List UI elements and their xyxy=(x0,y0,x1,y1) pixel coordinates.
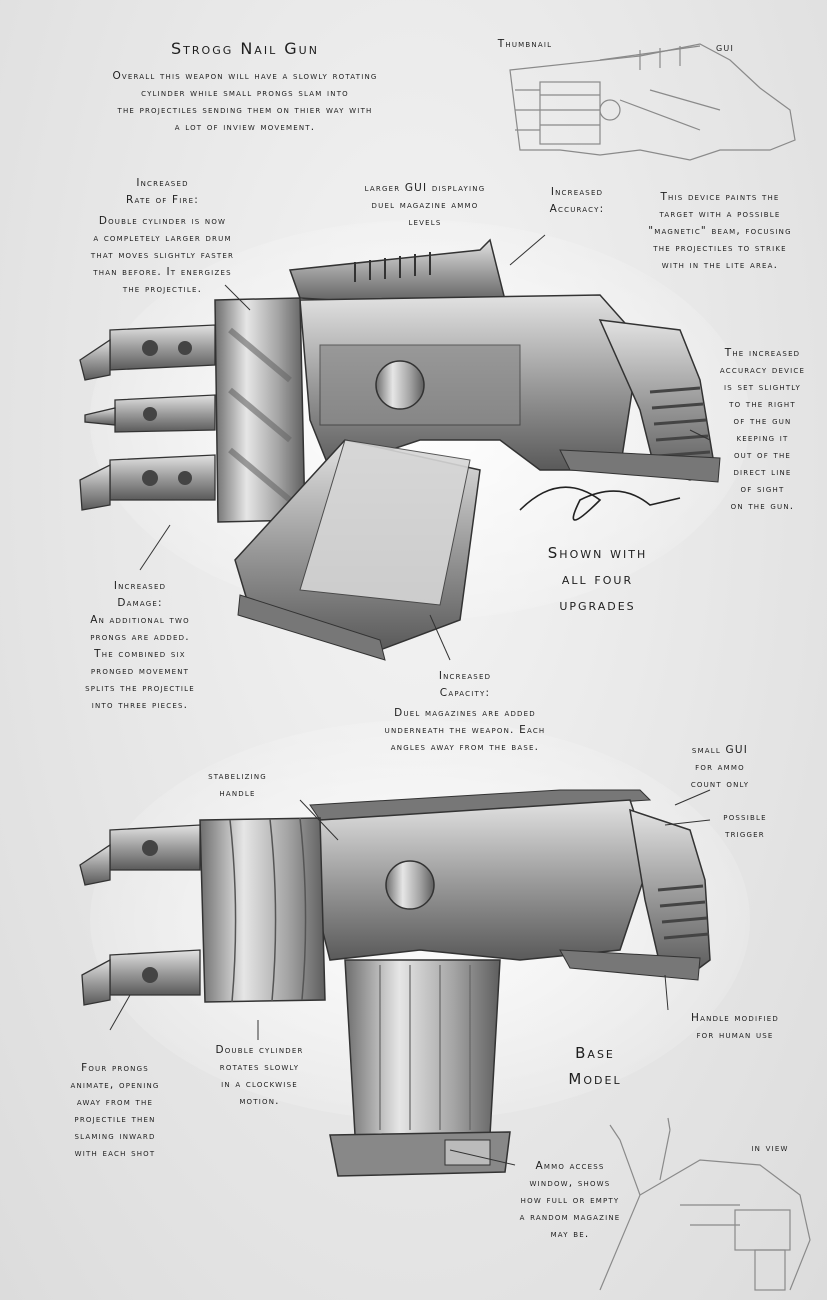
small-gui-callout: small GUI for ammo count only xyxy=(690,744,750,790)
damage-callout: Increased Damage: An additional two pron… xyxy=(85,580,195,711)
in-view-sketch xyxy=(599,1117,811,1291)
trigger-callout: possible trigger xyxy=(723,811,767,840)
weapon-description: Overall this weapon will have a slowly r… xyxy=(112,70,378,133)
shown-with-upgrades-label: Shown with all four upgrades xyxy=(547,544,648,614)
base-gun-drawing xyxy=(79,720,750,1177)
thumbnail-sketch xyxy=(509,43,796,161)
four-prongs-callout: Four prongs animate, opening away from t… xyxy=(70,1062,160,1159)
thumbnail-gui-mark: GUI xyxy=(715,44,734,53)
double-cylinder-callout: Double cylinder rotates slowly in a cloc… xyxy=(215,1044,304,1107)
callout-leader-lines xyxy=(109,234,711,1166)
handle-modified-callout: Handle modified for human use xyxy=(691,1012,779,1041)
accuracy-position-callout: The increased accuracy device is set sli… xyxy=(719,347,806,512)
base-model-label: Base Model xyxy=(568,1044,622,1088)
capacity-callout: Increased Capacity: Duel magazines are a… xyxy=(384,670,546,753)
accuracy-callout: This device paints the target with a pos… xyxy=(648,191,792,271)
ammo-access-callout: Ammo access window, shows how full or em… xyxy=(519,1160,621,1240)
larger-gui-callout: larger GUI displaying duel magazine ammo… xyxy=(364,182,486,228)
stabelizing-handle-callout: stabelizing handle xyxy=(208,770,267,799)
accuracy-heading: Increased Accuracy: xyxy=(549,186,605,215)
upgraded-gun-drawing xyxy=(79,220,750,661)
page-title: Strogg Nail Gun xyxy=(171,39,319,58)
in-view-label: in view xyxy=(751,1142,789,1154)
rate-of-fire-callout: Increased Rate of Fire: Double cylinder … xyxy=(90,177,235,295)
thumbnail-label: Thumbnail xyxy=(497,38,553,50)
